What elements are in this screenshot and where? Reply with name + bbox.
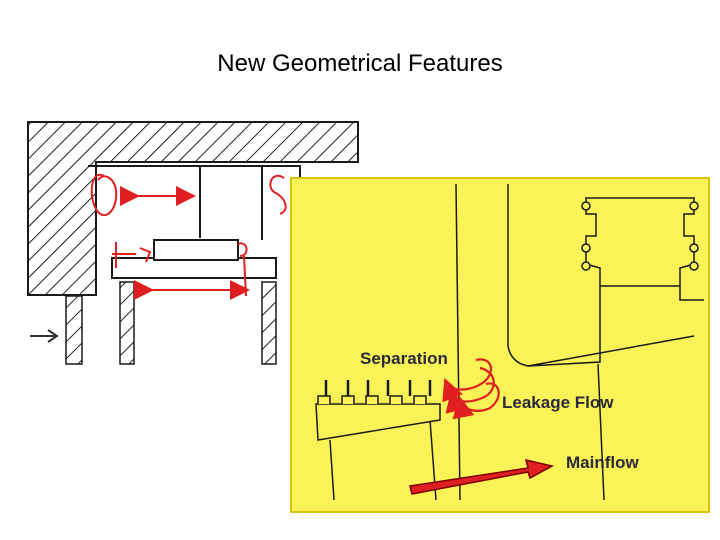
labyrinth-seal-element	[315, 395, 441, 441]
step-mark-left	[112, 242, 152, 268]
inlet-flow-arrow-icon	[30, 329, 59, 343]
shroud-step	[153, 239, 239, 261]
leakage-flow-label: Leakage Flow	[502, 393, 614, 412]
separation-label: Separation	[360, 349, 448, 368]
vortex-loop-right	[269, 174, 287, 215]
red-annotations	[90, 173, 287, 300]
tip-seal-element	[581, 197, 699, 287]
vortex-loop-left	[90, 173, 118, 217]
slide-title: New Geometrical Features	[217, 50, 503, 77]
leakage-vortex-arrows	[442, 358, 500, 420]
detail-panel: Separation Leakage Flow Mainflow	[290, 177, 710, 513]
mainflow-arrow-icon	[409, 458, 555, 495]
rotor-support-far-right	[261, 281, 277, 365]
seal-fin-teeth	[324, 380, 432, 396]
rotor-support-right	[119, 281, 135, 365]
rotor-support-left	[65, 295, 83, 365]
casing-sketch	[27, 121, 359, 365]
mainflow-label: Mainflow	[566, 453, 639, 472]
step-mark-right	[237, 242, 248, 297]
